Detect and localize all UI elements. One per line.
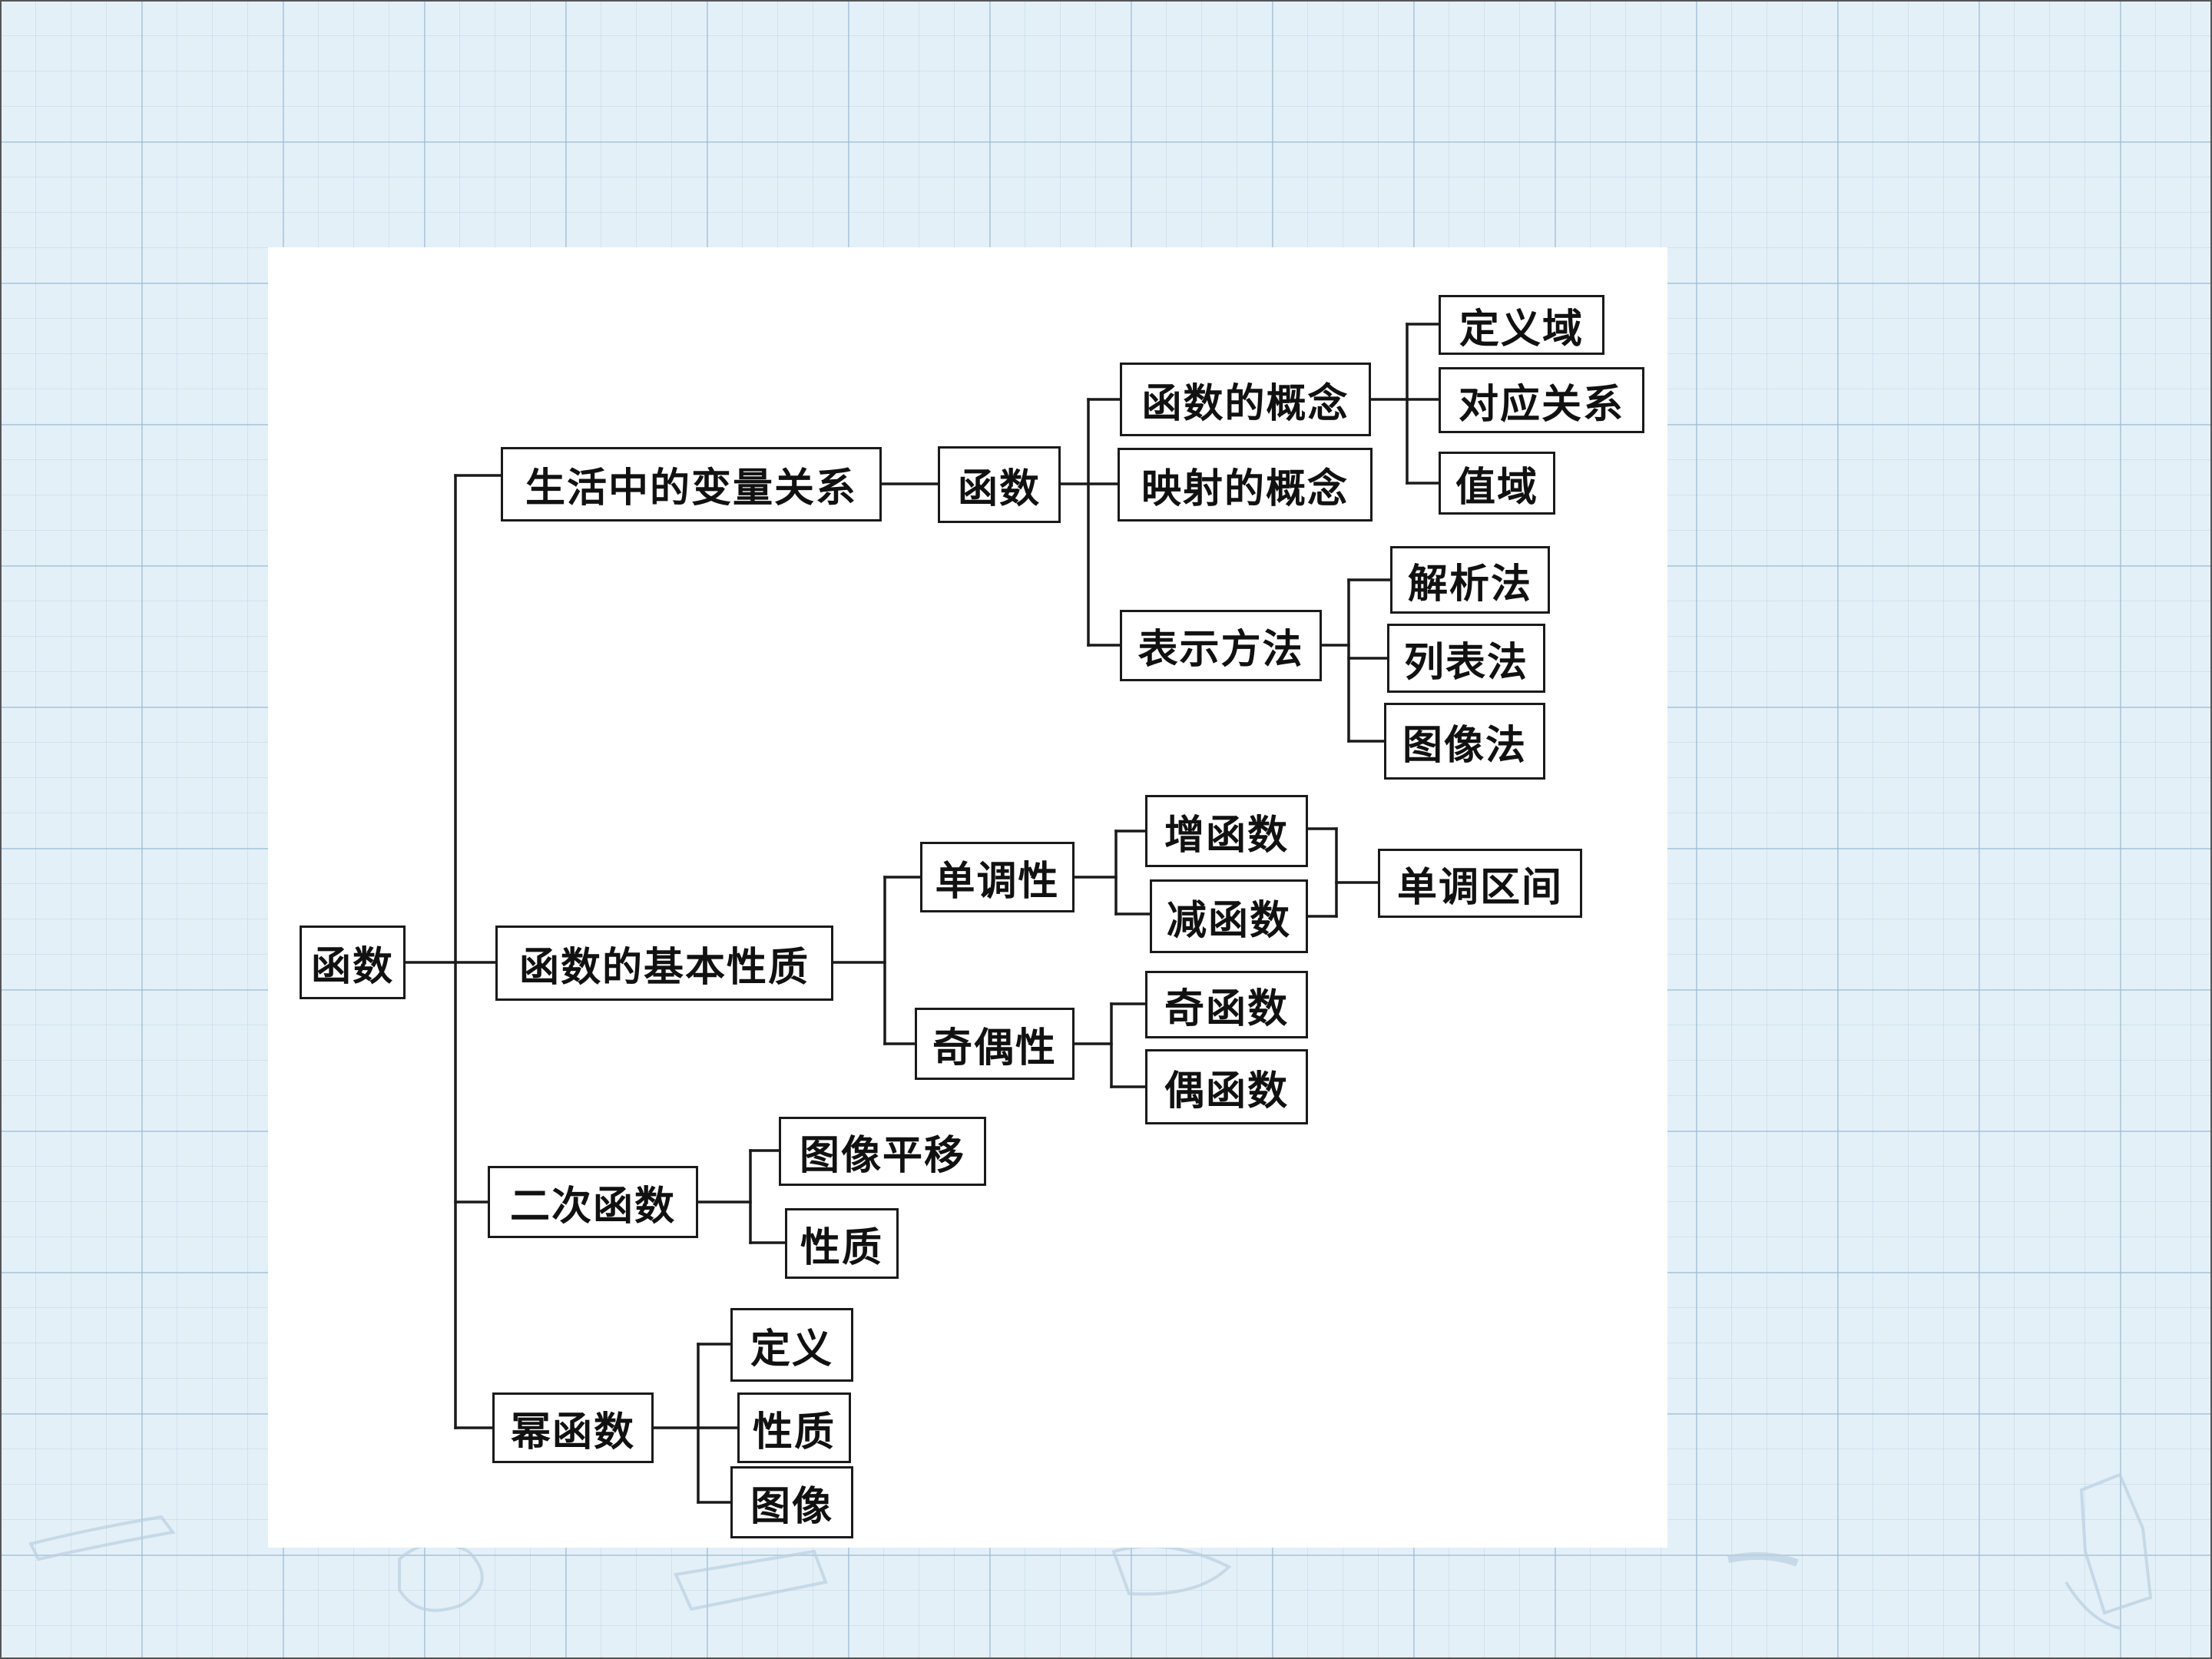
node-quadratic-properties: 性质	[785, 1208, 899, 1279]
node-decreasing-function: 减函数	[1150, 879, 1308, 953]
node-graph-translation: 图像平移	[779, 1117, 986, 1186]
node-correspondence: 对应关系	[1439, 367, 1644, 433]
node-domain: 定义域	[1439, 295, 1604, 355]
node-odd-function: 奇函数	[1145, 971, 1308, 1038]
node-power-graph: 图像	[730, 1466, 853, 1538]
node-increasing-function: 增函数	[1145, 795, 1308, 867]
node-representation: 表示方法	[1120, 610, 1322, 681]
node-mapping-concept: 映射的概念	[1118, 448, 1373, 522]
node-quadratic-function: 二次函数	[488, 1166, 698, 1238]
node-table-method: 列表法	[1387, 624, 1545, 693]
node-function-concept: 函数的概念	[1120, 363, 1371, 436]
node-variable-relations: 生活中的变量关系	[501, 447, 882, 522]
node-graph-method: 图像法	[1384, 703, 1545, 780]
node-power-properties: 性质	[737, 1392, 851, 1463]
node-even-function: 偶函数	[1145, 1049, 1308, 1124]
node-parity: 奇偶性	[915, 1008, 1075, 1080]
mind-map-panel: 函数 生活中的变量关系 函数 函数的概念 映射的概念 表示方法 定义域 对应关系…	[268, 247, 1667, 1548]
node-power-function: 幂函数	[492, 1392, 654, 1463]
node-function: 函数	[938, 446, 1061, 523]
node-power-definition: 定义	[730, 1308, 853, 1382]
node-range: 值域	[1439, 452, 1555, 515]
node-monotonicity: 单调性	[920, 842, 1075, 912]
node-monotonic-interval: 单调区间	[1378, 849, 1582, 918]
node-basic-properties: 函数的基本性质	[495, 926, 833, 1001]
node-root: 函数	[300, 926, 406, 999]
connector-lines	[404, 323, 1440, 1504]
node-analytic-method: 解析法	[1390, 546, 1550, 614]
